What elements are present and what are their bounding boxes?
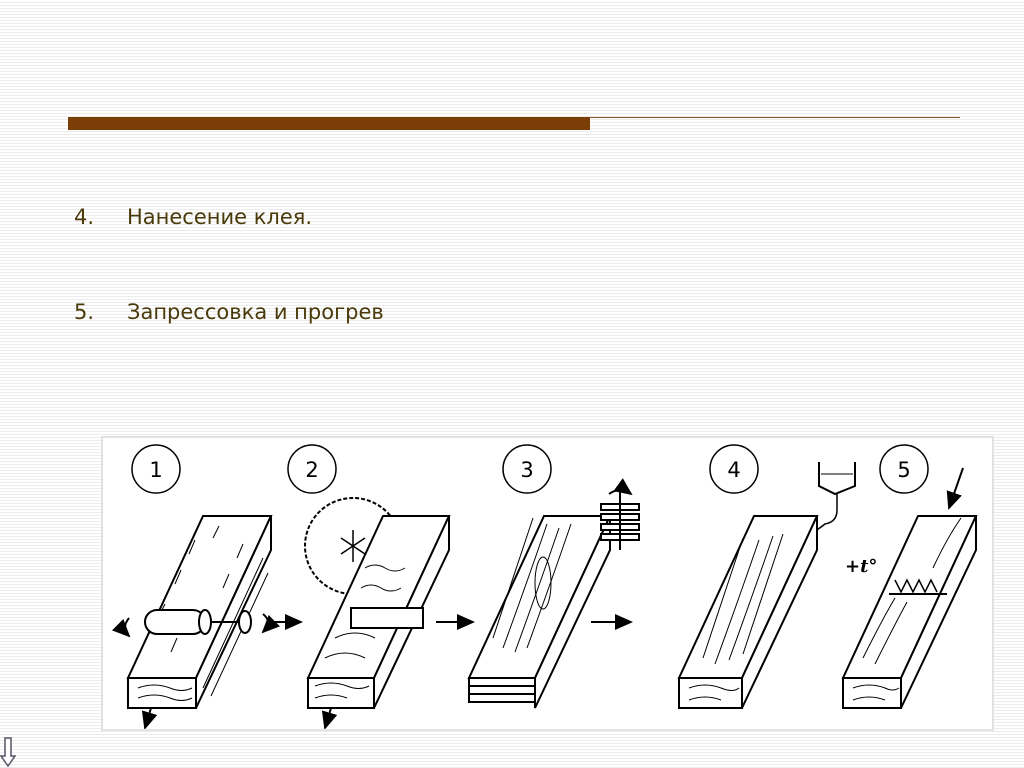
list-item-text: Нанесение клея. bbox=[127, 205, 313, 229]
list-item-text: Запрессовка и прогрев bbox=[127, 300, 384, 324]
step-badge-4: 4 bbox=[709, 444, 759, 494]
step-badge-2: 2 bbox=[287, 444, 337, 494]
step-1-illustration bbox=[112, 515, 303, 729]
step-3-illustration bbox=[467, 478, 640, 709]
process-illustration: 1 2 3 4 5 bbox=[112, 444, 978, 729]
list-item: 5. Запрессовка и прогрев bbox=[74, 300, 384, 324]
down-arrow-icon[interactable] bbox=[0, 736, 16, 768]
step-5-illustration bbox=[841, 467, 978, 709]
list-item-number: 4. bbox=[74, 205, 95, 229]
title-rule-thin bbox=[590, 117, 960, 118]
step-number: 4 bbox=[727, 458, 740, 482]
title-rule-thick bbox=[68, 117, 590, 130]
bullet-list: 4. Нанесение клея. 5. Запрессовка и прог… bbox=[74, 205, 384, 324]
list-item: 4. Нанесение клея. bbox=[74, 205, 384, 229]
step-number: 1 bbox=[149, 458, 162, 482]
step-2-illustration bbox=[304, 497, 475, 729]
step-number: 3 bbox=[520, 458, 533, 482]
list-item-number: 5. bbox=[74, 300, 95, 324]
step-number: 5 bbox=[897, 458, 910, 482]
step-badge-5: 5 bbox=[879, 444, 929, 494]
process-figure: 1 2 3 4 5 bbox=[101, 436, 994, 731]
step-4-illustration bbox=[677, 462, 856, 709]
step-badge-1: 1 bbox=[131, 444, 181, 494]
heat-label: +t° bbox=[845, 556, 877, 577]
step-number: 2 bbox=[305, 458, 318, 482]
step-badge-3: 3 bbox=[502, 444, 552, 494]
